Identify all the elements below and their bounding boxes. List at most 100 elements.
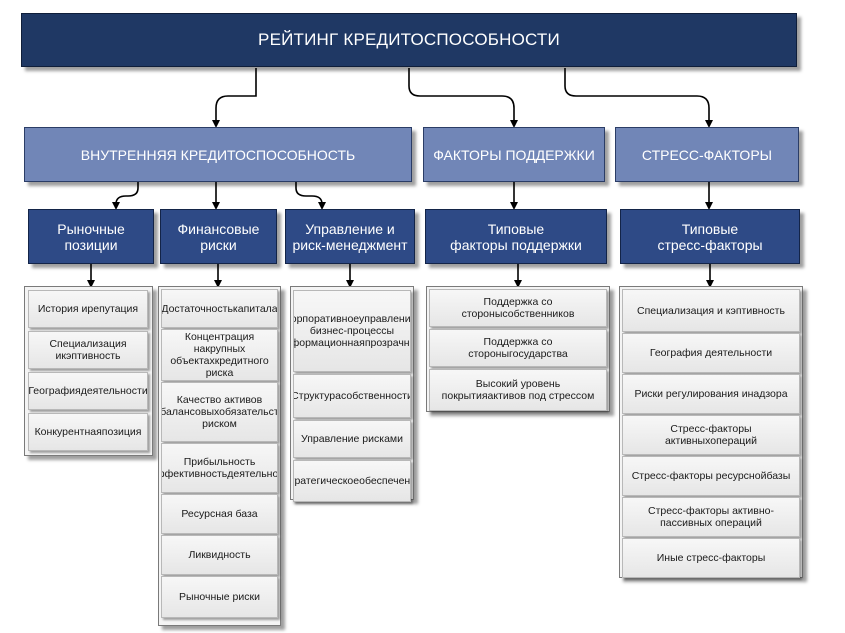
list-item-line: под риском: [202, 418, 237, 430]
subheader-line: риски: [200, 236, 237, 253]
list-item: Стресс-факторы активныхопераций: [622, 415, 800, 455]
list-item: Управление рисками: [293, 420, 411, 458]
list-item-line: Конкурентная: [34, 426, 102, 438]
connector-title-to-stress: [564, 68, 713, 128]
list-item: Специализация и кэптивность: [622, 289, 800, 332]
list-item: Конкурентнаяпозиция: [28, 413, 148, 451]
list-item: Поддержка со стороныгосударства: [429, 329, 607, 367]
list-item-line: Стратегическое: [294, 475, 360, 487]
list-item: Достаточностькапитала: [161, 289, 278, 328]
list-item: Ликвидность: [161, 535, 278, 575]
list-item-line: Стресс-факторы ресурсной: [631, 470, 767, 482]
list-item: История ирепутация: [28, 290, 148, 328]
list-item-line: процессы и: [346, 325, 395, 337]
list-item: Ресурсная база: [161, 494, 278, 534]
connector-internal-to-market: [112, 182, 139, 210]
list-item-line: Специализация и кэптивность: [637, 304, 785, 317]
list-item-line: операций: [710, 435, 758, 447]
list-item-line: кредитного риска: [205, 355, 269, 379]
list-item-line: Достаточность: [161, 302, 233, 315]
list-item: Географиядеятельности: [28, 372, 148, 410]
list-item: Стресс-факторы активно-пассивных операци…: [622, 497, 800, 537]
category-support-label: ФАКТОРЫ ПОДДЕРЖКИ: [433, 146, 595, 163]
list-item: Концентрация накрупных объектахкредитног…: [161, 329, 278, 381]
list-item: Рыночные риски: [161, 576, 278, 618]
subheader-line: стресс-факторы: [657, 236, 763, 253]
list-item-line: базы: [766, 470, 791, 482]
list-item-line: обязательств: [219, 406, 278, 418]
list-item-line: География деятельности: [649, 347, 773, 359]
list-item: Структурасобственности: [293, 374, 411, 418]
list-item-line: Концентрация на: [184, 331, 255, 355]
list-item-line: обеспечение: [359, 475, 411, 487]
list-item-line: Управление рисками: [301, 433, 403, 445]
list-item-line: Высокий уровень покрытия: [441, 378, 561, 402]
subheader-line: Финансовые: [177, 220, 260, 237]
list-item-line: Качество активов и: [176, 394, 263, 406]
list-item: Стратегическоеобеспечение: [293, 460, 411, 502]
list-item: Специализация икэптивность: [28, 331, 148, 369]
list-item-line: надзора: [747, 388, 788, 400]
list-item-line: Специализация и: [49, 338, 127, 362]
list-item: География деятельности: [622, 333, 800, 373]
list-item-line: Поддержка со стороны: [468, 336, 553, 360]
subheader-line: Типовые: [487, 220, 545, 237]
list-item-line: История и: [37, 303, 88, 315]
list-item: Высокий уровень покрытияактивов под стре…: [429, 369, 607, 411]
list-item-line: Стресс-факторы активных: [664, 423, 752, 447]
list-item-line: кэптивность: [61, 350, 121, 362]
list-item-line: Поддержка со стороны: [461, 296, 553, 320]
list-item-line: Прибыльность и: [183, 456, 256, 468]
list-item-line: информационная: [294, 337, 365, 349]
category-internal: ВНУТРЕННЯЯ КРЕДИТОСПОСОБНОСТЬ: [24, 127, 412, 182]
subheader-line: факторы поддержки: [450, 236, 582, 253]
list-item-line: деятельности: [227, 468, 278, 480]
list-item-line: Ликвидность: [188, 549, 251, 561]
connector-title-to-support: [408, 68, 518, 128]
connector-internal-to-management: [295, 182, 326, 210]
list-item-line: Стресс-факторы активно-: [647, 505, 775, 517]
list-item: Качество активов ивнебалансовыхобязатель…: [161, 382, 278, 442]
list-item-line: деятельности: [80, 385, 148, 397]
diagram-title-text: РЕЙТИНГ КРЕДИТОСПОСОБНОСТИ: [258, 30, 560, 49]
list-item-line: Корпоративное: [294, 313, 360, 325]
list-item-line: репутация: [87, 303, 139, 315]
list-item-line: эффективность: [162, 468, 228, 480]
list-item: Стресс-факторы ресурснойбазы: [622, 456, 800, 496]
list-item-line: активов под стрессом: [487, 390, 595, 402]
list-item-line: Иные стресс-факторы: [656, 552, 766, 564]
diagram-title: РЕЙТИНГ КРЕДИТОСПОСОБНОСТИ: [21, 13, 797, 67]
list-item: Поддержка со сторонысобственников: [429, 289, 607, 327]
list-item-line: Риски регулирования и: [634, 388, 748, 400]
list-item-line: крупных объектах: [170, 343, 246, 367]
category-internal-label: ВНУТРЕННЯЯ КРЕДИТОСПОСОБНОСТЬ: [80, 146, 356, 163]
list-item: Корпоративноеуправление, бизнес-процессы…: [293, 290, 411, 372]
list-item-line: капитала: [232, 302, 278, 315]
list-item: Иные стресс-факторы: [622, 538, 800, 578]
list-item-line: государства: [509, 348, 568, 360]
list-item-line: пассивных операций: [660, 517, 762, 529]
subheader-line: позиции: [64, 236, 118, 253]
list-item: Прибыльность иэффективностьдеятельности: [161, 443, 278, 493]
list-item-line: собственников: [502, 308, 575, 320]
list-item-line: Рыночные риски: [179, 591, 260, 603]
list-item-line: управление, бизнес-: [309, 313, 411, 337]
list-item-line: прозрачность: [364, 337, 410, 349]
list-item-line: География: [28, 385, 81, 397]
subheader-line: риск-менеджмент: [292, 236, 408, 253]
connector-title-to-internal: [212, 68, 257, 128]
subheader-line: Рыночные: [57, 220, 125, 237]
category-stress-label: СТРЕСС-ФАКТОРЫ: [641, 146, 773, 163]
list-item-line: Структура: [293, 390, 341, 402]
list-item-line: внебалансовых: [161, 406, 220, 418]
list-item: Риски регулирования инадзора: [622, 374, 800, 414]
subheader-line: Управление и: [305, 220, 395, 237]
category-stress: СТРЕСС-ФАКТОРЫ: [615, 127, 799, 182]
list-item-line: Ресурсная база: [181, 508, 258, 520]
